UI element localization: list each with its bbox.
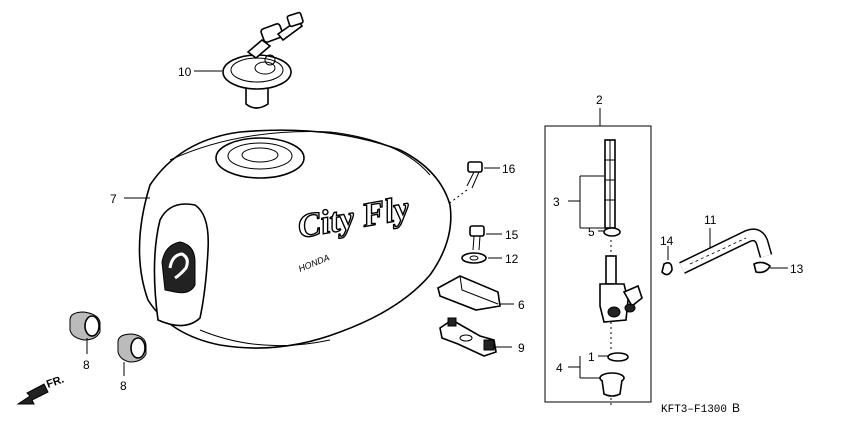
o-ring-5 [603,227,621,237]
callout-2: 2 [596,93,603,107]
hose-clip-14 [661,262,673,276]
fuel-cap-assembly [222,11,304,109]
front-direction-arrow: FR. [16,373,66,405]
callout-13: 13 [790,262,804,276]
bolt-16 [466,161,483,189]
bracket-6 [437,275,501,311]
callout-7: 7 [110,192,117,206]
callout-11: 11 [704,213,717,227]
callout-3: 3 [553,195,560,209]
callout-4: 4 [556,361,563,375]
callout-15: 15 [505,228,519,242]
rubber-cushion-left [69,311,101,341]
callout-16: 16 [502,162,516,176]
callout-14: 14 [660,234,674,248]
fuel-strainer [604,139,616,229]
callout-8-left: 8 [83,358,90,372]
fuel-tank: City Fly HONDA [138,129,452,349]
washer-12 [461,252,487,264]
hose-clip-13 [753,261,772,274]
drawing-code: KFT3–F1300 [661,404,727,416]
rubber-cushion-right [117,333,147,363]
callout-8-right: 8 [120,379,127,393]
callout-12: 12 [505,252,519,266]
bolt-15 [469,225,485,251]
callout-5: 5 [588,225,595,239]
drawing-code-suffix: B [732,401,740,415]
callout-10: 10 [178,65,192,79]
bracket-9 [439,317,497,357]
fuel-cock-assembly-box [544,125,652,403]
callout-9: 9 [518,341,525,355]
callout-1: 1 [588,350,595,364]
o-ring-1 [607,352,629,362]
front-arrow-label: FR. [45,373,66,390]
fuel-hose [679,228,773,274]
callout-6: 6 [518,298,525,312]
fuel-cock [599,255,643,323]
sediment-cup [599,372,625,397]
